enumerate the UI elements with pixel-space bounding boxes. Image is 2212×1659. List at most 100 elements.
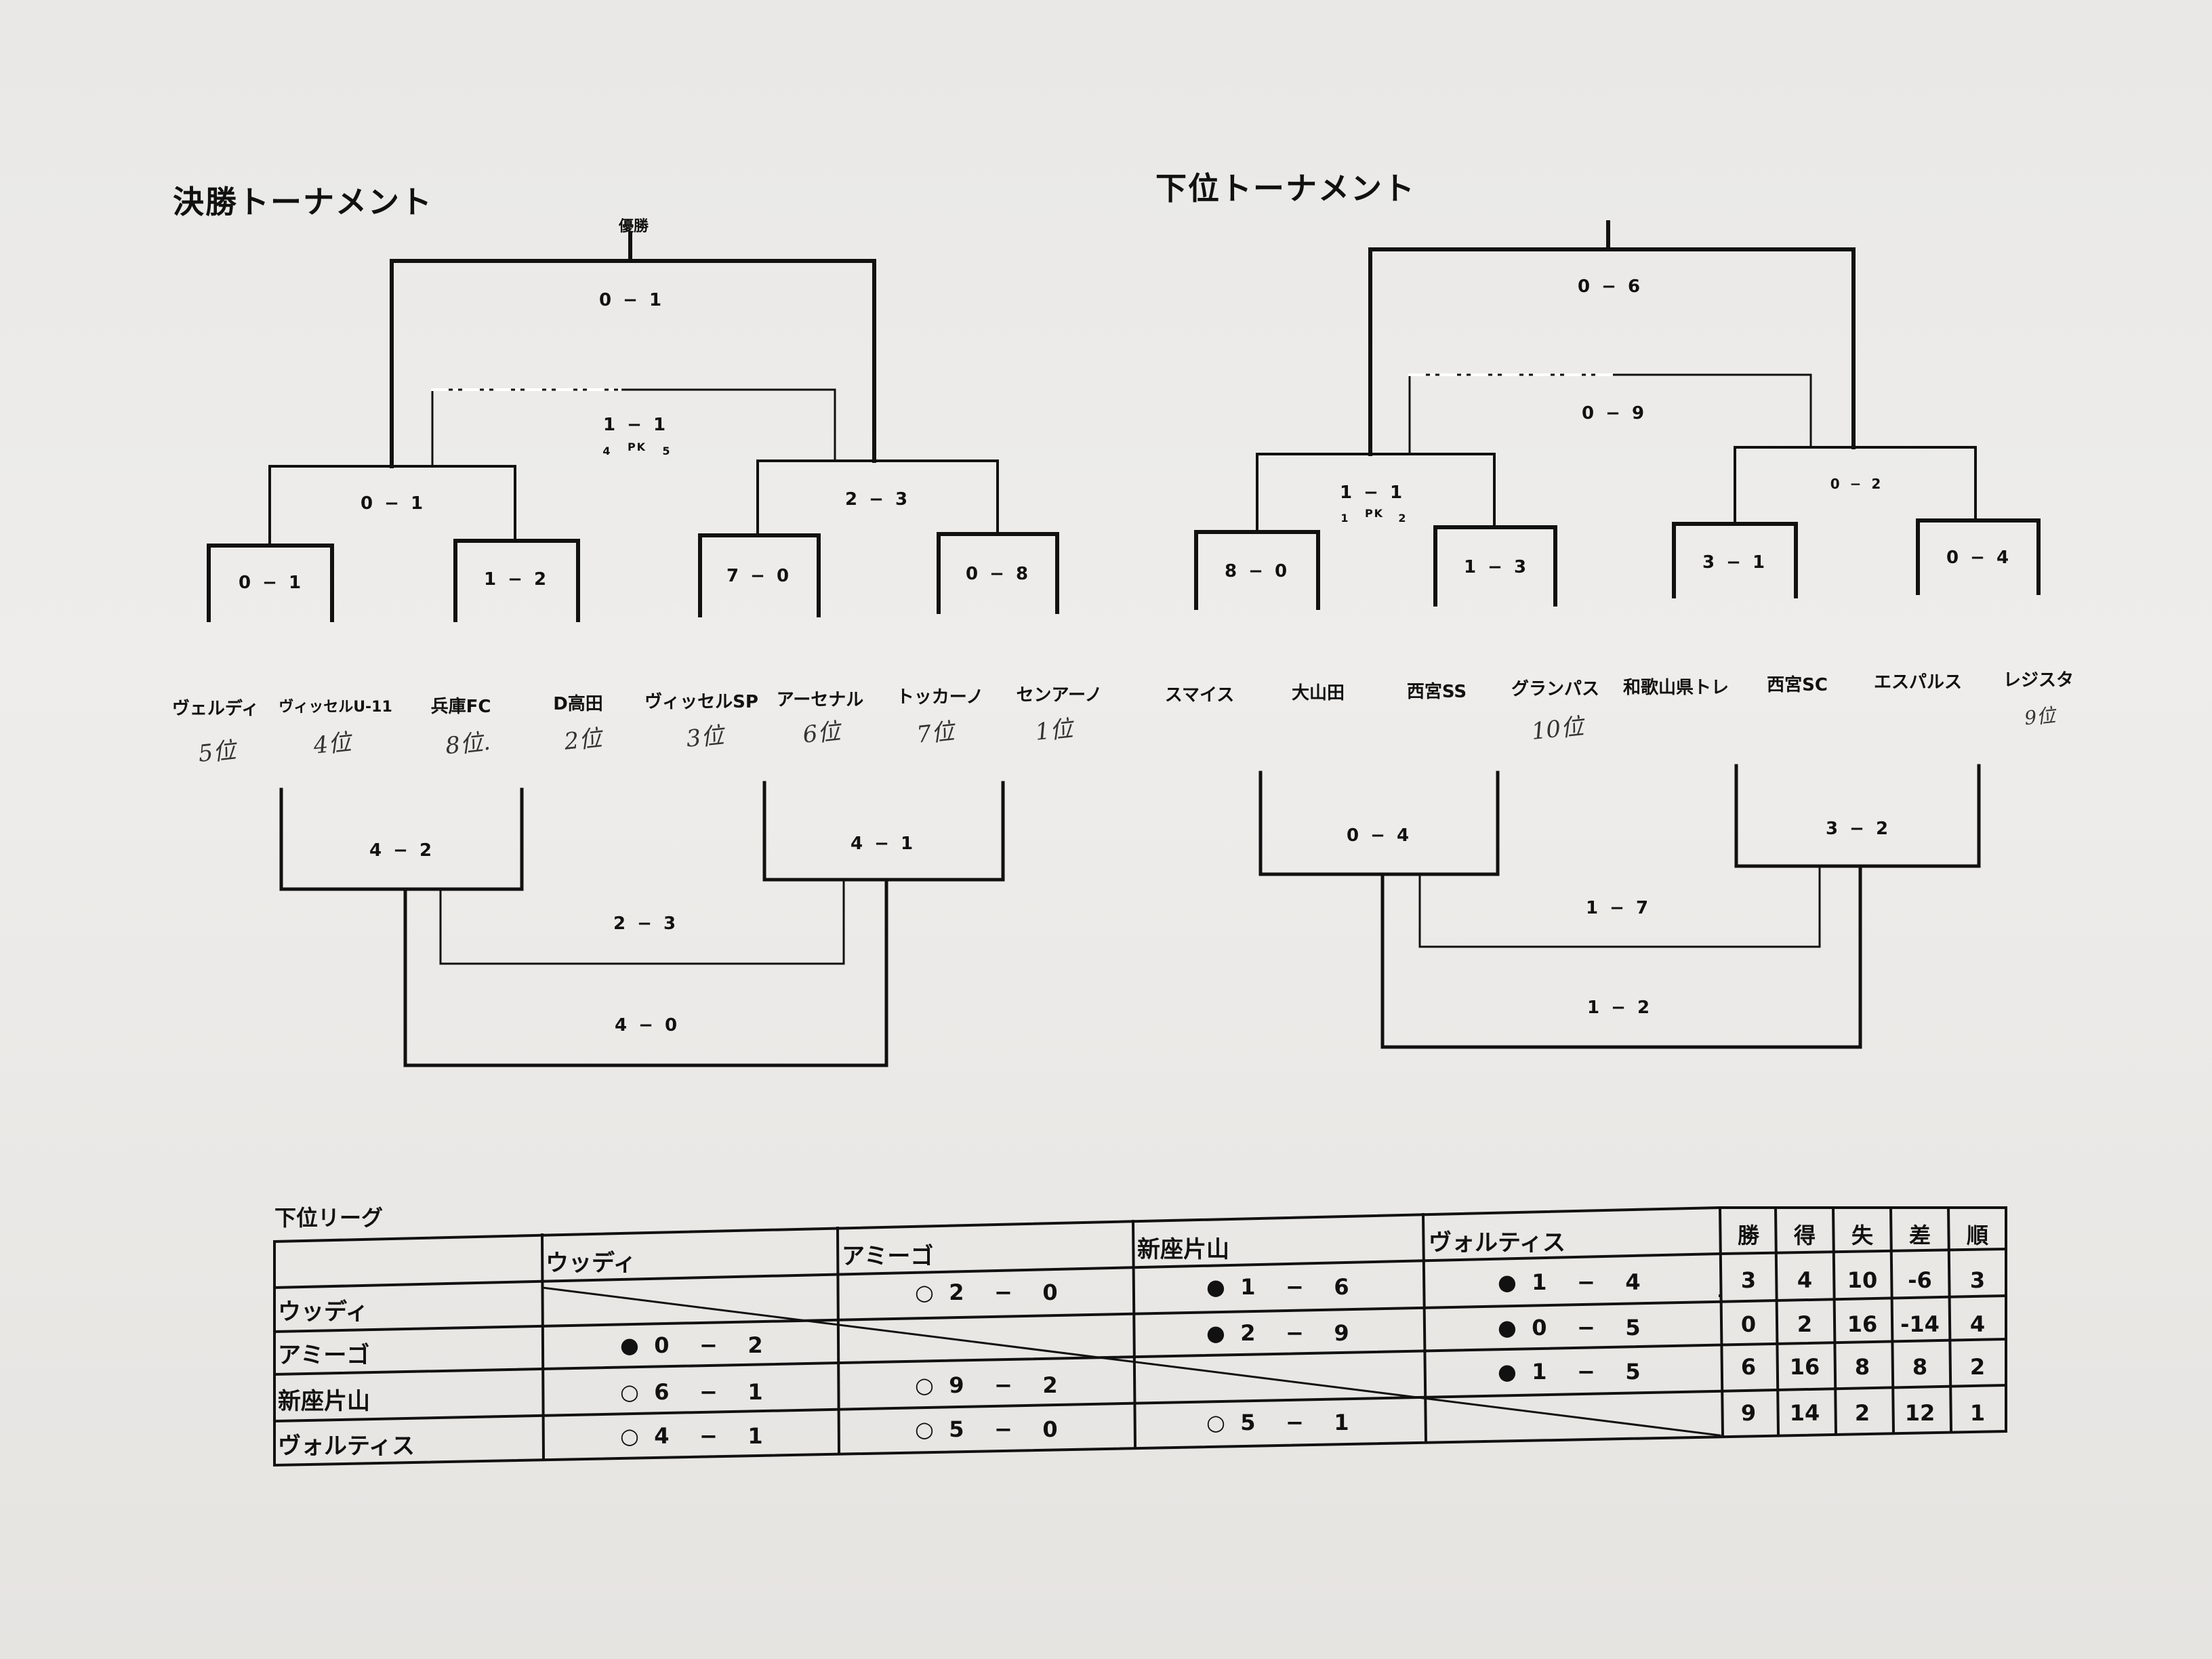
ft-third-pk-right: 5: [662, 445, 672, 457]
stat-r3-against: 8: [1854, 1354, 1870, 1380]
lt-semi-left-pk-label: PK: [1364, 507, 1385, 520]
ft-low-box-1: [279, 787, 524, 891]
stat-r2-against: 16: [1847, 1311, 1878, 1337]
result-r2-c3: ● 2 − 9: [1206, 1320, 1349, 1346]
league-col-4: ヴォルティス: [1429, 1229, 1565, 1256]
lt-r1-score-2: 1 − 3: [1463, 557, 1530, 577]
result-mark: ●: [1498, 1315, 1517, 1340]
ft-rank-2: 4位: [312, 729, 353, 760]
lt-team-6: 西宮SC: [1767, 675, 1828, 695]
lt-r1-box-4: [1916, 518, 2041, 595]
ft-team-1: ヴェルディ: [171, 699, 260, 719]
lt-low-score-1: 0 − 4: [1346, 825, 1412, 846]
stat-r4-against: 2: [1854, 1400, 1870, 1426]
ft-team-8: センアーノ: [1016, 685, 1103, 705]
ft-rank-6: 6位: [801, 718, 842, 749]
lt-team-7: エスパルス: [1873, 672, 1963, 693]
stat-r4-wins: 9: [1740, 1400, 1757, 1426]
stat-r2-diff: -14: [1900, 1311, 1940, 1337]
ft-team-2: ヴィッセルU-11: [279, 699, 392, 716]
stat-r2-wins: 0: [1740, 1311, 1757, 1337]
lt-r1-score-4: 0 − 4: [1946, 548, 2012, 568]
result-r3-c2: ○ 9 − 2: [915, 1372, 1058, 1398]
lt-semi-left-pk-left: 1: [1340, 512, 1350, 525]
stat-header-for: 得: [1793, 1223, 1816, 1248]
ft-r1-box-3: [698, 533, 821, 617]
result-mark: ○: [915, 1416, 934, 1442]
ft-r1-score-1: 0 − 1: [238, 573, 304, 593]
league-table-lines: [272, 1206, 2008, 1467]
result-mark: ●: [1498, 1269, 1517, 1295]
league-row-3: 新座片山: [278, 1388, 370, 1415]
lt-final-score: 0 − 6: [1577, 276, 1643, 297]
stat-r2-rank: 4: [1969, 1311, 1986, 1337]
lt-team-5: 和歌山県トレ: [1622, 678, 1729, 698]
stat-r4-diff: 12: [1904, 1400, 1936, 1426]
ft-semi-right: [756, 459, 999, 537]
ft-low-score-1: 4 − 2: [369, 840, 435, 861]
stat-r3-rank: 2: [1969, 1354, 1986, 1380]
ft-team-6: アーセナル: [776, 690, 864, 710]
result-mark: ○: [620, 1379, 639, 1405]
stat-r1-against: 10: [1847, 1267, 1878, 1293]
ft-low-box-2: [762, 781, 1005, 882]
ft-low-score-3: 2 − 3: [613, 914, 679, 934]
result-mark: ●: [1498, 1359, 1517, 1385]
stat-r3-for: 16: [1789, 1354, 1820, 1380]
lt-rank-8: 9位: [2023, 703, 2057, 730]
ft-team-4: D高田: [553, 694, 603, 714]
lt-r1-score-1: 8 − 0: [1224, 561, 1290, 581]
stat-r3-diff: 8: [1912, 1354, 1928, 1380]
ft-team-7: トッカーノ: [896, 687, 984, 708]
ft-r1-box-2: [453, 539, 580, 622]
result-mark: ●: [1206, 1274, 1225, 1300]
final-tournament-title: 決勝トーナメント: [173, 184, 433, 220]
ft-low-score-2: 4 − 1: [850, 834, 916, 854]
lt-team-8: レジスタ: [2003, 670, 2074, 691]
ft-third-line: [431, 388, 836, 468]
league-row-1: ウッディ: [278, 1298, 369, 1326]
result-r4-c1: ○ 4 − 1: [620, 1423, 763, 1449]
ft-rank-8: 1位: [1033, 715, 1075, 746]
lt-semi-right-score: 0 − 2: [1830, 476, 1884, 492]
ft-final: [390, 259, 876, 468]
result-r1-c2: ○ 2 − 0: [915, 1279, 1058, 1305]
lt-low-outer: [1380, 864, 1862, 1049]
lt-low-box-2: [1734, 764, 1981, 868]
lt-team-1: スマイス: [1164, 685, 1235, 705]
ft-rank-3: 8位.: [444, 728, 492, 760]
result-r2-c1: ● 0 − 2: [620, 1332, 763, 1358]
league-row-4: ヴォルティス: [278, 1433, 415, 1460]
result-mark: ○: [620, 1423, 639, 1449]
lt-team-4: グランパス: [1511, 679, 1600, 699]
stat-r1-wins: 3: [1740, 1267, 1757, 1293]
stat-header-wins: 勝: [1737, 1223, 1759, 1248]
lt-low-mid: [1418, 865, 1821, 948]
ft-team-5: ヴィッセルSP: [644, 692, 758, 712]
lt-team-2: 大山田: [1291, 683, 1345, 703]
result-r4-c3: ○ 5 − 1: [1206, 1410, 1349, 1435]
lower-tournament-title: 下位トーナメント: [1155, 170, 1416, 207]
stat-r4-for: 14: [1789, 1400, 1820, 1426]
champion-label: 優勝: [618, 218, 649, 235]
ft-low-score-4: 4 − 0: [614, 1015, 680, 1036]
ft-r1-score-2: 1 − 2: [483, 569, 550, 590]
stat-r2-for: 2: [1797, 1311, 1813, 1337]
ft-r1-score-3: 7 − 0: [726, 566, 792, 586]
stat-r1-diff: -6: [1908, 1267, 1932, 1293]
ft-rank-1: 5位: [197, 737, 238, 768]
ft-semi-left-score: 0 − 1: [360, 493, 426, 514]
ft-third-pk-left: 4: [602, 445, 612, 457]
result-r4-c2: ○ 5 − 0: [915, 1416, 1058, 1442]
result-mark: ○: [915, 1372, 934, 1398]
ft-low-outer: [403, 878, 888, 1067]
stat-header-diff: 差: [1908, 1223, 1931, 1248]
result-r2-c4: ● 0 − 5: [1498, 1315, 1641, 1340]
ft-semi-right-score: 2 − 3: [844, 489, 911, 510]
league-title: 下位リーグ: [274, 1205, 384, 1231]
ft-rank-7: 7位: [915, 718, 956, 749]
lt-low-score-4: 1 − 2: [1586, 998, 1653, 1018]
league-col-2: アミーゴ: [842, 1243, 934, 1270]
